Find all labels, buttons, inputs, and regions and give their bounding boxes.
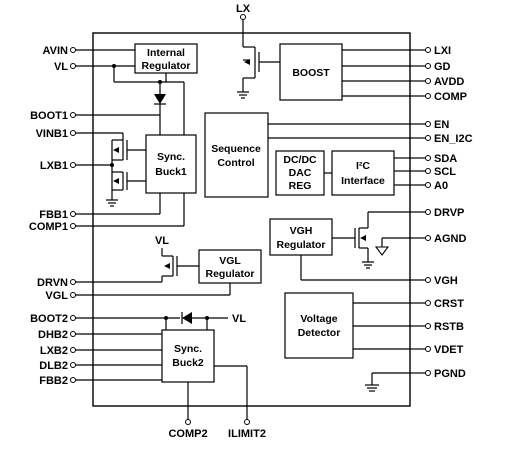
internal-regulator-label-2: Regulator bbox=[141, 60, 190, 72]
lx-low-side-switch bbox=[237, 33, 280, 99]
i2c-label-1: I²C bbox=[356, 160, 370, 172]
agnd-symbol bbox=[374, 237, 410, 256]
boot2-diode-icon bbox=[182, 312, 192, 324]
pin-fbb2-label: FBB2 bbox=[39, 375, 68, 387]
boost-label: BOOST bbox=[292, 67, 330, 79]
pin-comp2-label: COMP2 bbox=[168, 428, 207, 440]
voltage-detector-block bbox=[284, 292, 354, 359]
boot2-diode: VL bbox=[93, 312, 246, 330]
pin-dlb2-label: DLB2 bbox=[39, 360, 68, 372]
pin-lxb1-label: LXB1 bbox=[40, 160, 68, 172]
right-pins: LXI GD AVDD COMP EN EN_I2C SDA SCL A0 DR… bbox=[410, 45, 473, 380]
pin-ilimit2-label: ILIMIT2 bbox=[228, 428, 266, 440]
pin-lx-label: LX bbox=[236, 3, 251, 15]
pin-gd-label: GD bbox=[434, 61, 451, 73]
pin-vgl-label: VGL bbox=[45, 290, 68, 302]
i2c-label-2: Interface bbox=[341, 175, 385, 187]
drvn-switch: VL bbox=[93, 235, 199, 283]
voltage-detector-label-2: Detector bbox=[298, 327, 341, 339]
pin-lx: LX bbox=[236, 3, 251, 33]
sequence-control-block bbox=[204, 112, 269, 198]
vgh-regulator-label-1: VGH bbox=[290, 225, 313, 237]
pin-avdd-label: AVDD bbox=[434, 76, 464, 88]
sync-buck2-label-1: Sync. bbox=[174, 343, 202, 355]
pin-drvp-label: DRVP bbox=[434, 207, 464, 219]
boost-block bbox=[279, 43, 343, 101]
pin-crst-label: CRST bbox=[434, 298, 464, 310]
pin-lxi-label: LXI bbox=[434, 45, 451, 57]
drvp-switch bbox=[332, 211, 410, 269]
vgl-regulator-label-1: VGL bbox=[219, 255, 241, 267]
pin-avin-label: AVIN bbox=[43, 45, 69, 57]
pin-vdet-label: VDET bbox=[434, 344, 464, 356]
pin-boot2-label: BOOT2 bbox=[30, 313, 68, 325]
pin-sda-label: SDA bbox=[434, 153, 457, 165]
vgh-regulator-block bbox=[269, 218, 333, 256]
vl-boot2-net-label: VL bbox=[232, 313, 246, 325]
dcdc-dac-reg-block bbox=[275, 150, 325, 196]
pin-fbb1-label: FBB1 bbox=[39, 209, 68, 221]
vgl-regulator-label-2: Regulator bbox=[205, 268, 254, 280]
dcdc-dac-label-1: DC/DC bbox=[283, 154, 317, 166]
boost-outputs bbox=[342, 49, 410, 97]
internal-regulator-label-1: Internal bbox=[147, 47, 185, 59]
bottom-pins: COMP2 ILIMIT2 bbox=[168, 365, 266, 440]
voltage-detector-label-1: Voltage bbox=[300, 313, 337, 325]
vgh-regulator-label-2: Regulator bbox=[276, 239, 325, 251]
pin-comp-label: COMP bbox=[434, 91, 467, 103]
pin-comp1-label: COMP1 bbox=[29, 221, 68, 233]
vgl-regulator-block bbox=[198, 249, 262, 284]
sync-buck2-label-2: Buck2 bbox=[172, 357, 204, 369]
chip-outline bbox=[92, 32, 411, 407]
pin-lxb2-label: LXB2 bbox=[40, 345, 68, 357]
dcdc-dac-label-3: REG bbox=[289, 180, 312, 192]
sync-buck1-label-1: Sync. bbox=[157, 151, 185, 163]
vl-vgl-net-label: VL bbox=[155, 235, 169, 247]
sync-buck1-block bbox=[145, 134, 197, 194]
pin-dhb2-label: DHB2 bbox=[38, 329, 68, 341]
i2c-interface-block bbox=[331, 150, 395, 196]
pin-vl-label: VL bbox=[54, 61, 68, 73]
pgnd-symbol bbox=[365, 372, 410, 392]
pin-scl-label: SCL bbox=[434, 166, 456, 178]
sync-buck1-label-2: Buck1 bbox=[155, 166, 187, 178]
sequence-control-label-2: Control bbox=[217, 157, 254, 169]
pin-vinb1-label: VINB1 bbox=[36, 128, 68, 140]
left-pins: AVIN VL BOOT1 VINB1 LXB1 FBB1 COMP1 DRVN… bbox=[29, 45, 93, 387]
pin-vgh-label: VGH bbox=[434, 275, 458, 287]
dcdc-dac-label-2: DAC bbox=[289, 167, 312, 179]
pin-agnd-label: AGND bbox=[434, 233, 466, 245]
boot1-diode-icon bbox=[154, 94, 166, 104]
pin-a0-label: A0 bbox=[434, 180, 448, 192]
sync-buck2-block bbox=[161, 329, 215, 383]
buck1-switches bbox=[93, 132, 146, 207]
pin-pgnd-label: PGND bbox=[434, 368, 466, 380]
sequence-control-label-1: Sequence bbox=[211, 143, 261, 155]
pin-drvn-label: DRVN bbox=[37, 277, 68, 289]
pin-boot1-label: BOOT1 bbox=[30, 110, 68, 122]
pin-en-i2c-label: EN_I2C bbox=[434, 133, 473, 145]
internal-regulator-block bbox=[134, 43, 198, 74]
pin-rstb-label: RSTB bbox=[434, 321, 464, 333]
pin-en-label: EN bbox=[434, 119, 449, 131]
